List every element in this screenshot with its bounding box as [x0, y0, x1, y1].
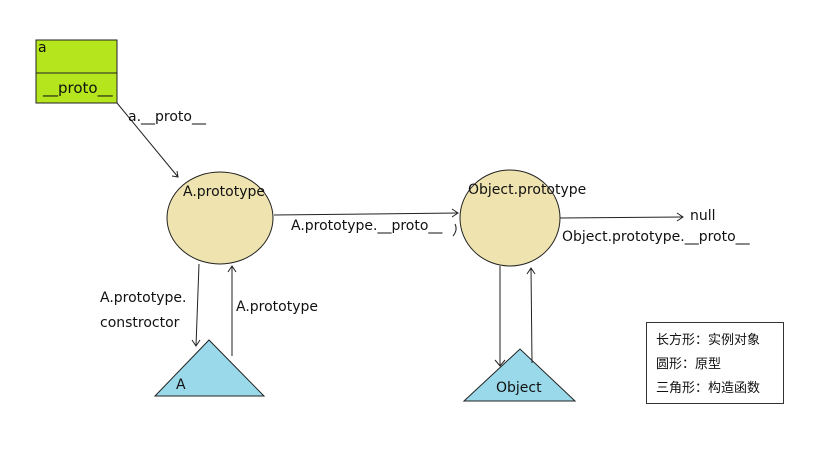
edge-label-a-prototype-proto: A.prototype.__proto__: [291, 218, 443, 234]
edge-label-constructor-line1: A.prototype.: [100, 290, 187, 306]
legend-triangle: 三角形：构造函数: [656, 381, 761, 396]
arrowhead-icon: [227, 265, 237, 273]
null-label: null: [690, 208, 716, 224]
edge-a-prototype-proto: [273, 212, 459, 216]
instance-name: a: [38, 40, 47, 56]
edges: [116, 102, 684, 367]
arrowhead-icon: [191, 339, 201, 347]
arrowhead-icon: [526, 267, 536, 275]
edge-label-constructor-line2: constroctor: [100, 315, 180, 331]
object-constructor-triangle: [462, 348, 577, 402]
edge-a-proto: [116, 102, 179, 178]
instance-proto-slot: __proto__: [43, 79, 113, 97]
object-prototype-label: Object.prototype: [468, 182, 587, 198]
a-constructor-triangle: [153, 339, 266, 397]
legend: 长方形：实例对象 圆形：原型 三角形：构造函数: [646, 322, 784, 404]
edge-squiggle: [452, 223, 457, 237]
edge-label-object-prototype-proto: Object.prototype.__proto__: [562, 229, 750, 245]
edge-a-prototype-constructor: [195, 263, 200, 347]
arrowhead-icon: [676, 212, 684, 222]
a-constructor-label: A: [176, 377, 186, 393]
edge-label-a-prototype: A.prototype: [236, 299, 319, 315]
instance-rect: [35, 39, 118, 104]
edge-object-prototype: [530, 267, 533, 364]
object-constructor-label: Object: [496, 380, 542, 396]
legend-circle: 圆形：原型: [656, 357, 722, 372]
arrowhead-icon: [451, 208, 459, 218]
a-prototype-label: A.prototype: [183, 184, 266, 200]
instance-a-box: [35, 39, 118, 104]
legend-rectangle: 长方形：实例对象: [656, 333, 761, 348]
edge-object-prototype-proto: [559, 216, 684, 219]
arrowhead-icon: [171, 170, 179, 178]
edge-label-a-proto: a.__proto__: [128, 109, 206, 125]
arrowhead-icon: [494, 359, 506, 367]
a-prototype-circle: [166, 171, 274, 265]
